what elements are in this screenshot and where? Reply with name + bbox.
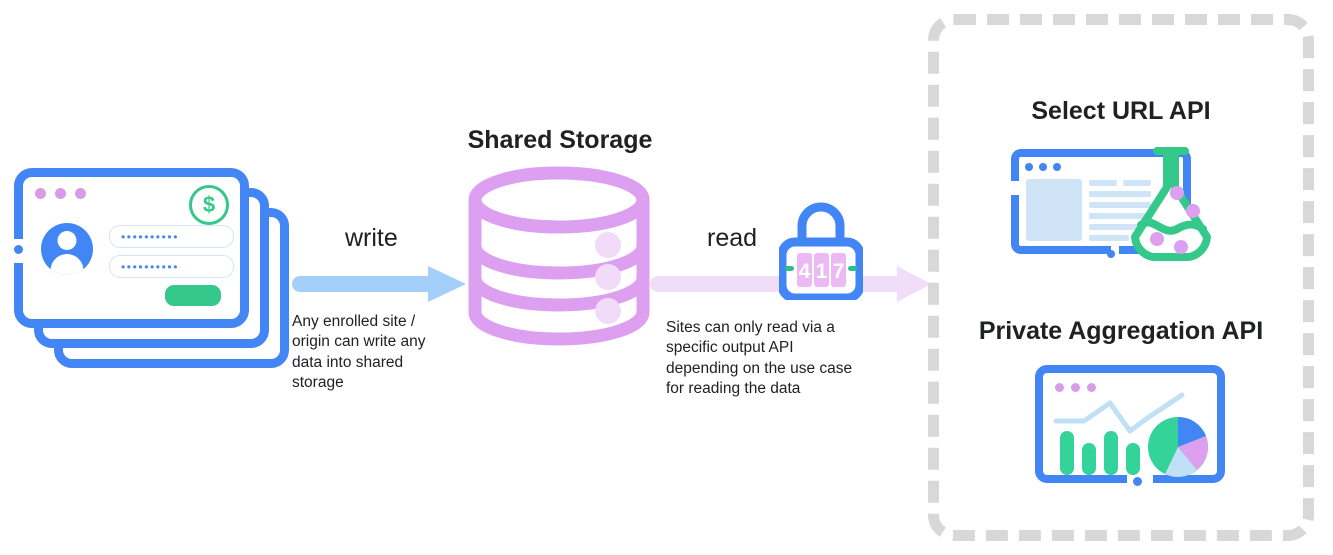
db-indicator (595, 264, 621, 290)
output-apis-panel: Select URL API (928, 14, 1314, 541)
content-line (1089, 213, 1151, 219)
content-line (1123, 180, 1151, 186)
window-dots (1055, 383, 1096, 392)
write-caption-line: Any enrolled site / (292, 313, 416, 330)
user-avatar-icon (41, 223, 93, 275)
edge-dot (1133, 477, 1142, 486)
svg-text:1: 1 (816, 260, 828, 283)
window-dot-icon (35, 188, 46, 199)
chart-graphics (1053, 392, 1209, 477)
window-dot-icon (75, 188, 86, 199)
read-caption-line: specific output API (666, 339, 794, 357)
card-border-dot (14, 245, 23, 254)
window-dot-icon (1053, 163, 1061, 171)
read-caption-line: Sites can only read via a (666, 319, 835, 336)
flask-icon (1119, 145, 1223, 263)
site-card-front: $ •••••••••• •••••••••• (14, 168, 249, 328)
write-caption: Any enrolled site / origin can write any… (292, 312, 472, 394)
svg-text:7: 7 (833, 260, 845, 283)
read-caption-line: for reading the data (666, 380, 801, 398)
window-dot-icon (1055, 383, 1064, 392)
password-field[interactable]: •••••••••• (109, 255, 234, 278)
content-line (1089, 235, 1129, 241)
submit-button[interactable] (165, 285, 221, 306)
avatar-head (57, 231, 77, 250)
shared-storage-title: Shared Storage (467, 126, 653, 154)
write-caption-line: data into shared (292, 353, 404, 371)
browser-window-with-flask-icon (1011, 145, 1226, 263)
db-indicator (595, 232, 621, 258)
write-label: write (345, 224, 398, 252)
content-line (1089, 191, 1151, 197)
browser-window-with-charts-icon (1035, 365, 1225, 491)
private-aggregation-api-title: Private Aggregation API (978, 317, 1264, 345)
border-gap (1111, 246, 1119, 262)
window-dot-icon (1039, 163, 1047, 171)
avatar-body (50, 254, 84, 275)
window-dots (35, 188, 86, 199)
read-caption-line: depending on the use case (666, 359, 853, 377)
border-gap (1011, 181, 1019, 195)
window-dot-icon (1087, 383, 1096, 392)
window-dot-icon (1025, 163, 1033, 171)
browser-frame (1035, 365, 1225, 491)
write-arrow-icon (290, 264, 470, 309)
content-line (1089, 180, 1117, 186)
write-caption-line: storage (292, 374, 344, 392)
database-cylinder-icon (468, 166, 650, 346)
select-url-api-title: Select URL API (1031, 97, 1211, 125)
combination-padlock-icon: 4 1 7 (777, 200, 865, 303)
window-dots (1025, 163, 1061, 171)
username-field[interactable]: •••••••••• (109, 225, 234, 248)
window-dot-icon (1071, 383, 1080, 392)
dollar-sign-icon: $ (189, 185, 229, 225)
content-block (1026, 179, 1082, 241)
edge-dot (1107, 250, 1115, 258)
svg-text:4: 4 (799, 260, 811, 283)
read-label: read (707, 224, 758, 252)
window-dot-icon (55, 188, 66, 199)
read-caption: Sites can only read via a specific outpu… (666, 318, 906, 400)
publisher-sites-stack: $ •••••••••• •••••••••• (14, 168, 289, 368)
db-indicator (595, 298, 621, 324)
content-line (1089, 202, 1151, 208)
write-caption-line: origin can write any (292, 333, 426, 351)
content-line (1089, 224, 1151, 230)
